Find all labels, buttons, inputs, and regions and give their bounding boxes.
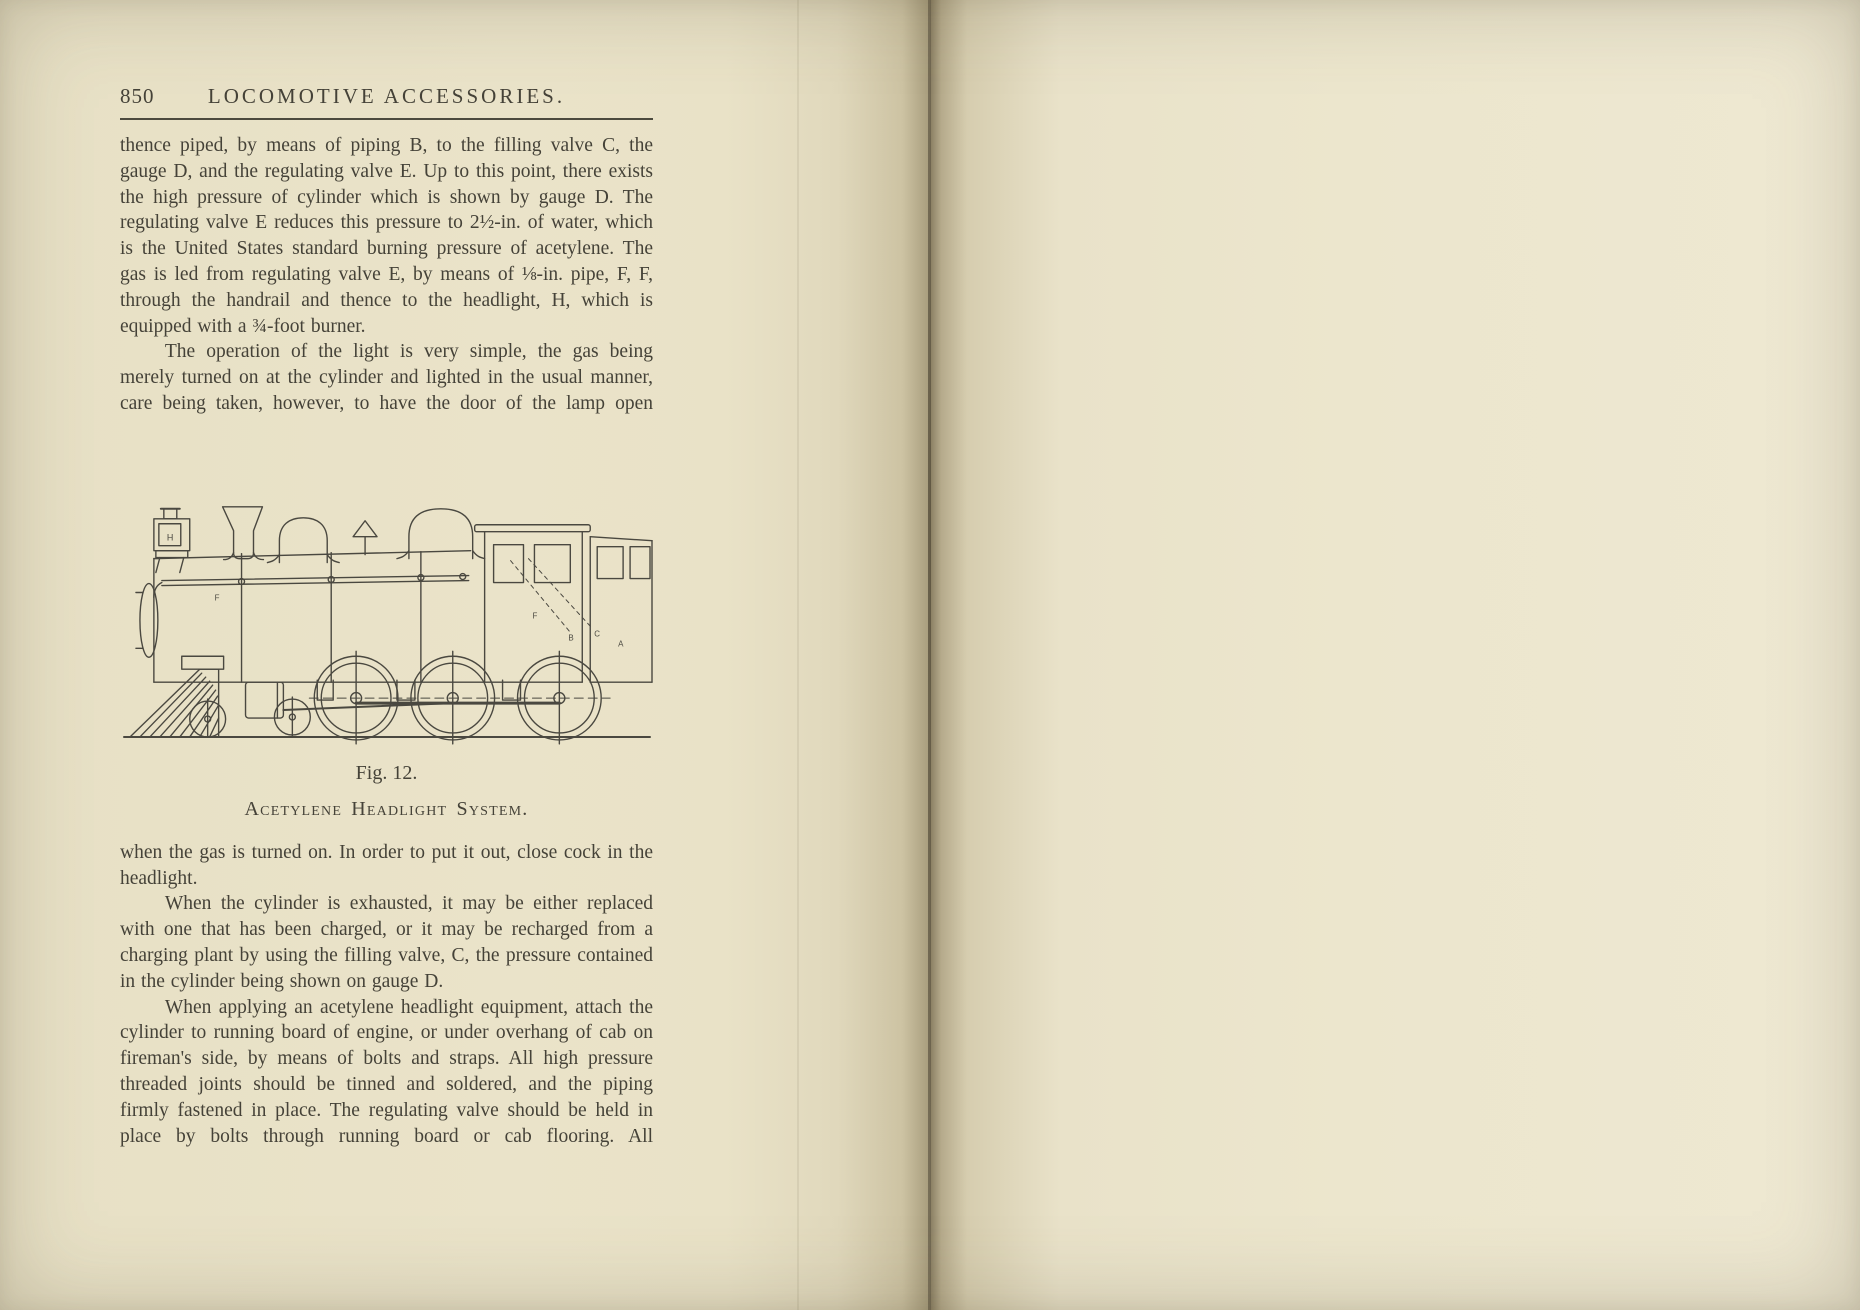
book-gutter	[928, 0, 931, 1310]
handrail-pipe	[153, 572, 470, 598]
left-page-number: 850	[120, 84, 155, 108]
cowcatcher	[129, 655, 225, 738]
boiler	[135, 549, 486, 683]
label-headlight-h: H	[167, 532, 173, 542]
left-running-title: LOCOMOTIVE ACCESSORIES.	[207, 84, 566, 108]
right-page: LOCOMOTIVE ACCESSORIES. 851 threaded joi…	[930, 0, 1860, 1310]
acetylene-headlight	[153, 507, 191, 574]
label-pipe-f2: F	[532, 611, 537, 620]
cab	[473, 523, 591, 683]
figure-12-caption: Acetylene Headlight System.	[244, 797, 529, 820]
label-c: C	[594, 629, 600, 638]
smokestack	[221, 505, 265, 561]
locomotive-side-view-drawing: H F F B C A	[122, 505, 653, 745]
figure-12-illustration: H F F B C A	[120, 433, 653, 752]
sand-dome	[266, 516, 340, 564]
paragraph: When the cylinder is exhausted, it may b…	[120, 893, 653, 992]
label-a: A	[618, 639, 624, 648]
paragraph: When applying an acetylene headlight equ…	[120, 996, 653, 1147]
left-page: 850 LOCOMOTIVE ACCESSORIES. thence piped…	[0, 0, 930, 1310]
driving-wheels	[282, 650, 611, 745]
left-page-header: 850 LOCOMOTIVE ACCESSORIES.	[120, 84, 653, 109]
tender	[589, 535, 653, 683]
label-pipe-f1: F	[215, 593, 220, 602]
paragraph: The operation of the light is very simpl…	[120, 341, 653, 414]
left-header-rule	[120, 118, 653, 120]
paragraph: thence piped, by means of piping B, to t…	[120, 135, 653, 337]
page-crease	[797, 0, 799, 1310]
steam-dome	[396, 507, 486, 560]
label-b: B	[568, 633, 573, 642]
paragraph: when the gas is turned on. In order to p…	[120, 841, 653, 889]
pop-valve	[352, 519, 378, 556]
figure-12-number: Fig. 12.	[355, 761, 418, 784]
leading-wheels	[189, 696, 311, 738]
